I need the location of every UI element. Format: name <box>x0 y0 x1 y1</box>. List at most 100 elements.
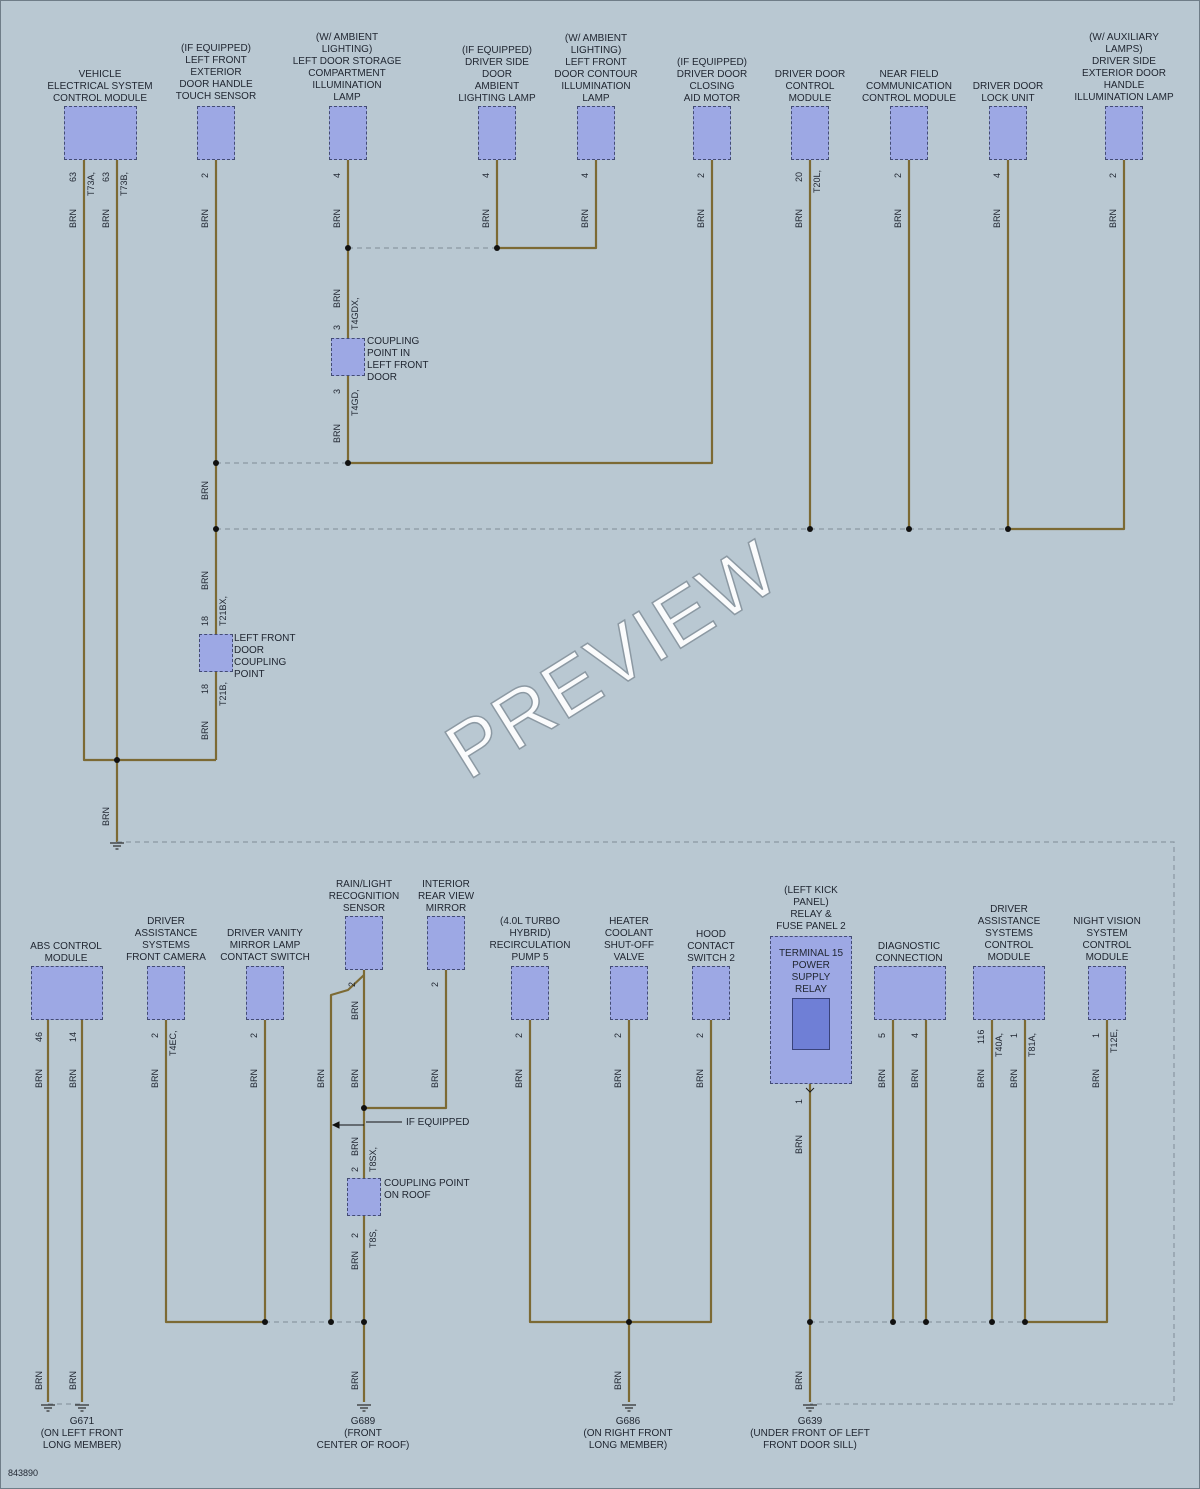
label-line: POWER <box>792 960 830 971</box>
label-line: RECOGNITION <box>328 891 400 902</box>
pin-number: 2 <box>430 981 440 987</box>
label-ddcm: DRIVER DOOR CONTROL MODULE <box>775 69 846 105</box>
left-front-door-handle-touch-sensor <box>197 106 235 160</box>
pin-number: 4 <box>481 172 491 178</box>
driver-door-closing-aid-motor <box>693 106 731 160</box>
pin-number: 4 <box>992 172 1002 178</box>
label-line: (4.0L TURBO <box>499 916 561 927</box>
wire-color: BRN <box>696 208 706 228</box>
label-nvscm: NIGHT VISION SYSTEM CONTROL MODULE <box>1073 916 1141 964</box>
ground-icon <box>74 1404 90 1412</box>
label-line: SYSTEMS <box>985 928 1033 939</box>
wire-color: BRN <box>332 288 342 308</box>
label-line: AID MOTOR <box>683 93 741 104</box>
driver-assistance-front-camera <box>147 966 185 1020</box>
wire-color: BRN <box>910 1068 920 1088</box>
label-g689: G689 (FRONT CENTER OF ROOF) <box>317 1416 410 1452</box>
splice <box>345 460 351 466</box>
splice <box>1022 1319 1028 1325</box>
connector-id: T20L, <box>812 169 822 193</box>
label-line: HANDLE <box>1103 80 1145 91</box>
wire-color: BRN <box>794 208 804 228</box>
label-line: CONTROL <box>1082 940 1132 951</box>
label-line: DOOR <box>367 372 397 383</box>
wire-color: BRN <box>794 1134 804 1154</box>
label-line: CONTROL <box>785 81 835 92</box>
coupling-point-left-front-door <box>331 338 365 376</box>
label-relay-header: (LEFT KICK PANEL) RELAY & FUSE PANEL 2 <box>776 885 845 933</box>
pin-mark-icon <box>805 1087 815 1093</box>
label-line: COMPARTMENT <box>308 68 386 79</box>
wire-color: BRN <box>316 1068 326 1088</box>
label-nfcm: NEAR FIELD COMMUNICATION CONTROL MODULE <box>862 69 956 105</box>
pin-number: 2 <box>696 172 706 178</box>
splice <box>361 1319 367 1325</box>
wire-color: BRN <box>34 1370 44 1390</box>
label-line: REAR VIEW <box>417 891 475 902</box>
pin-number: 2 <box>200 172 210 178</box>
label-line: ILLUMINATION <box>561 81 631 92</box>
label-line: RECIRCULATION <box>489 940 571 951</box>
label-line: PUMP 5 <box>511 952 549 963</box>
pin-number: 2 <box>249 1032 259 1038</box>
pin-number: 20 <box>794 171 804 182</box>
pin-number: 2 <box>347 981 357 987</box>
connector-id: T73A, <box>86 171 96 196</box>
label-line: MODULE <box>788 93 832 104</box>
splice <box>1005 526 1011 532</box>
label-line: DOOR <box>482 69 512 80</box>
wire-color: BRN <box>200 570 210 590</box>
pin-number: 4 <box>910 1032 920 1038</box>
wire <box>1006 160 1126 531</box>
left-door-storage-lamp <box>329 106 367 160</box>
label-ddlu: DRIVER DOOR LOCK UNIT <box>973 81 1044 105</box>
wire-color: BRN <box>1009 1068 1019 1088</box>
label-line: NEAR FIELD <box>879 69 939 80</box>
diagram-id: 843890 <box>8 1468 39 1478</box>
left-front-door-coupling-point <box>199 634 233 672</box>
wire-color: BRN <box>150 1068 160 1088</box>
label-hcs2: HOOD CONTACT SWITCH 2 <box>687 929 735 965</box>
driver-door-control-module <box>791 106 829 160</box>
label-line: DRIVER SIDE <box>1092 56 1156 67</box>
wire-color: BRN <box>1108 208 1118 228</box>
label-rls: RAIN/LIGHT RECOGNITION SENSOR <box>329 879 400 915</box>
label-line: LIGHTING LAMP <box>458 93 536 104</box>
wire-color: BRN <box>68 208 78 228</box>
pin-number: 2 <box>150 1032 160 1038</box>
pin-number: 2 <box>893 172 903 178</box>
label-dascm: DRIVER ASSISTANCE SYSTEMS CONTROL MODULE <box>978 904 1041 964</box>
near-field-communication-module <box>890 106 928 160</box>
wire-color: BRN <box>976 1068 986 1088</box>
wire-color: BRN <box>200 480 210 500</box>
ground-icon <box>109 842 125 850</box>
label-line: DOOR <box>234 645 264 656</box>
label-line: ILLUMINATION <box>312 80 382 91</box>
connector-id: T4EC, <box>168 1030 178 1056</box>
label-line: ASSISTANCE <box>977 916 1041 927</box>
pin-number: 63 <box>101 171 111 182</box>
pin-number: 4 <box>580 172 590 178</box>
wire-color: BRN <box>200 208 210 228</box>
label-line: COMMUNICATION <box>866 81 952 92</box>
wire-color: BRN <box>350 1250 360 1270</box>
label-dasfc: DRIVER ASSISTANCE SYSTEMS FRONT CAMERA <box>126 916 206 964</box>
label-line: POINT <box>234 669 265 680</box>
label-line: HEATER <box>609 916 649 927</box>
label-line: DOOR HANDLE <box>179 79 253 90</box>
splice <box>361 1105 367 1111</box>
splice-group <box>114 245 1028 1325</box>
label-line: MODULE <box>1085 952 1129 963</box>
label-line: CONTROL MODULE <box>52 93 148 104</box>
label-line: G689 <box>350 1416 376 1427</box>
connector-id: T21B, <box>218 681 228 706</box>
label-line: INTERIOR <box>422 879 470 890</box>
splice <box>262 1319 268 1325</box>
vehicle-electrical-system-control-module <box>64 106 137 160</box>
splice <box>114 757 120 763</box>
splice <box>626 1319 632 1325</box>
wire-color: BRN <box>580 208 590 228</box>
label-line: (IF EQUIPPED) <box>676 57 747 68</box>
wire <box>346 160 714 465</box>
splice <box>807 526 813 532</box>
